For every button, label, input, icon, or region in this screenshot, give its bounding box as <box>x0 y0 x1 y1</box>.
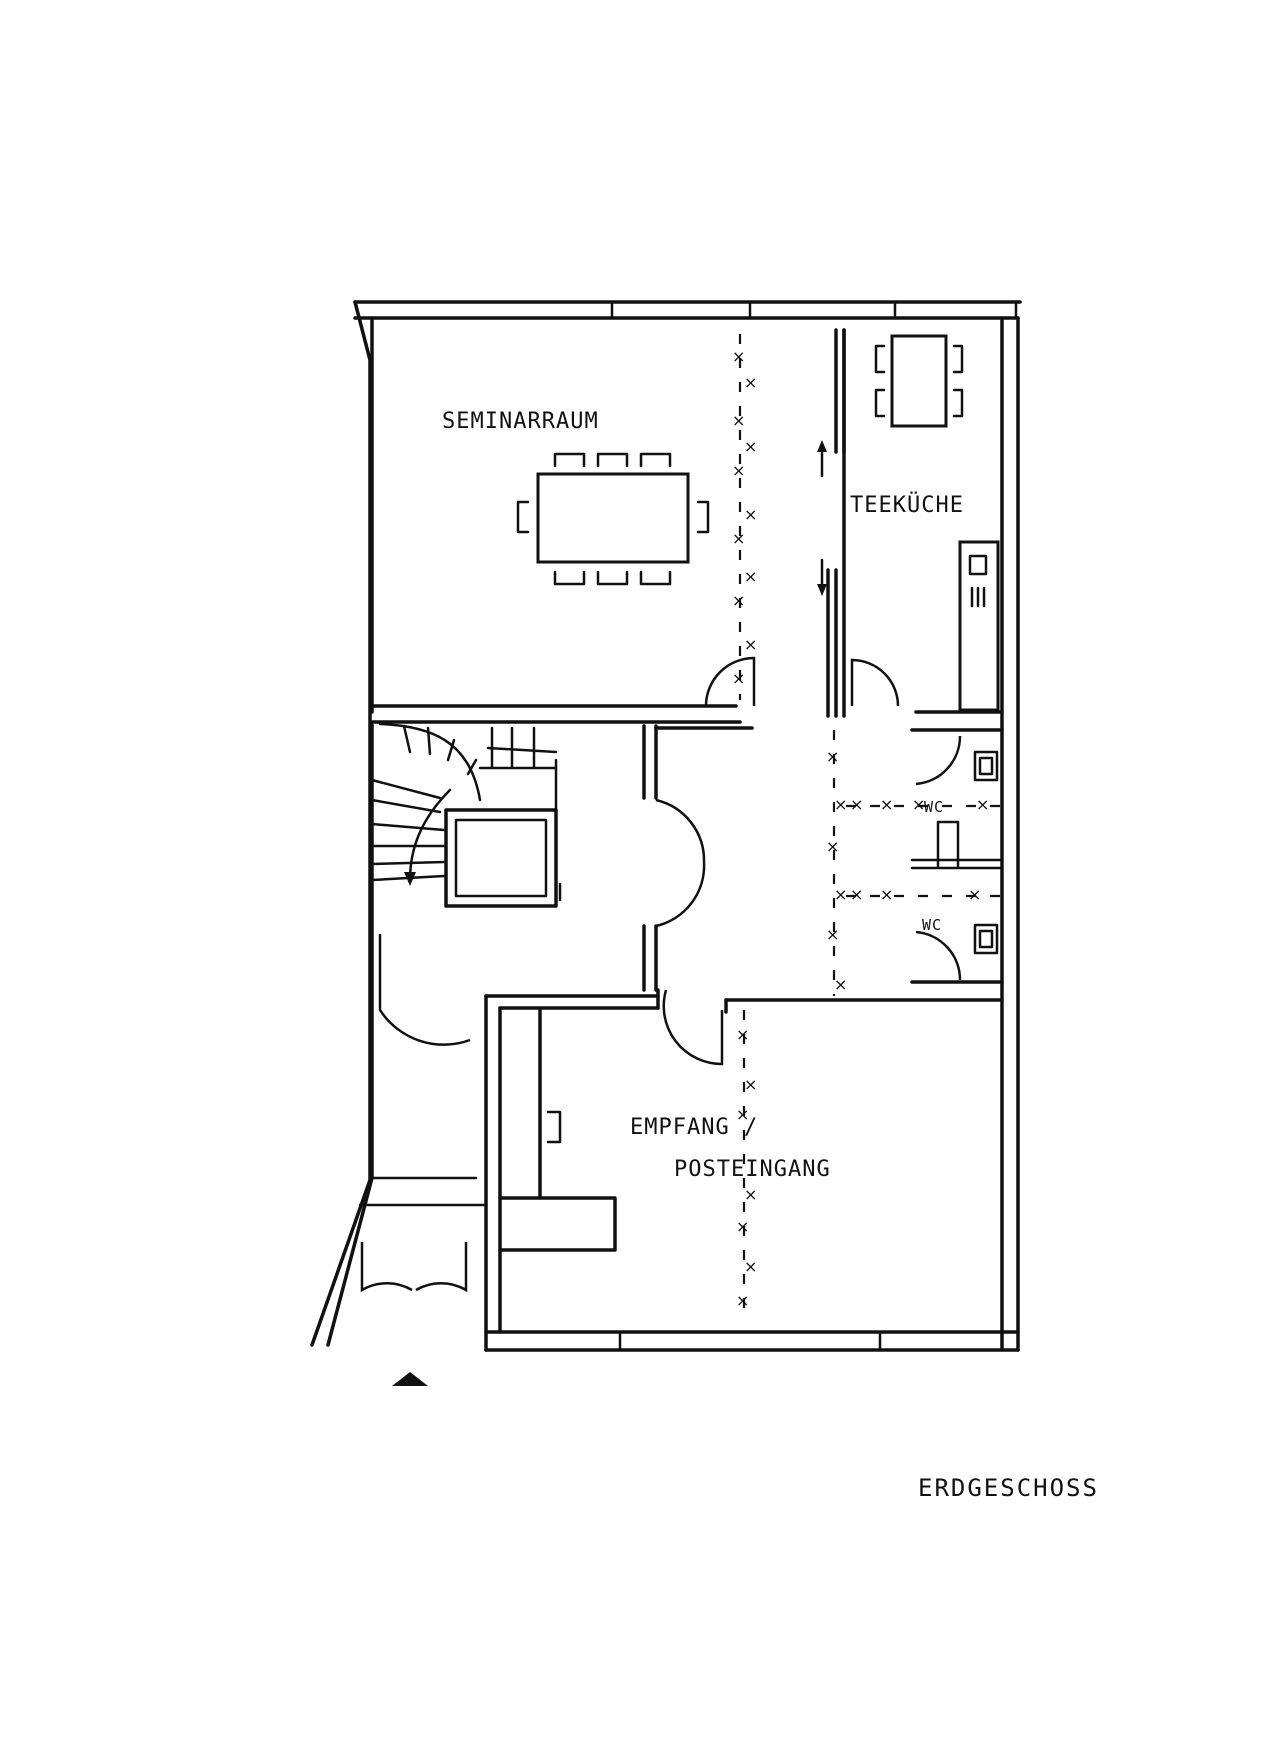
svg-text:×: × <box>834 975 847 994</box>
plan-title: ERDGESCHOSS <box>918 1474 1099 1502</box>
svg-text:×: × <box>826 837 839 856</box>
svg-text:×: × <box>736 1217 749 1236</box>
svg-text:×: × <box>834 795 847 814</box>
svg-text:×: × <box>744 373 757 392</box>
svg-text:×: × <box>826 925 839 944</box>
wc-fixtures <box>936 750 999 955</box>
svg-text:×: × <box>968 885 981 904</box>
svg-text:×: × <box>736 1025 749 1044</box>
svg-text:×: × <box>880 885 893 904</box>
reception-furniture <box>498 1008 617 1252</box>
label-wc-lower: WC <box>922 916 942 934</box>
svg-text:×: × <box>850 795 863 814</box>
svg-text:×: × <box>744 1075 757 1094</box>
svg-text:×: × <box>912 795 925 814</box>
svg-text:×: × <box>732 461 745 480</box>
staircase <box>370 722 562 908</box>
svg-text:×: × <box>744 1185 757 1204</box>
entrance-arrow-icon <box>392 1372 428 1386</box>
svg-text:×: × <box>736 1105 749 1124</box>
svg-text:×: × <box>744 437 757 456</box>
outer-walls <box>310 300 1022 1352</box>
svg-text:×: × <box>744 505 757 524</box>
interior-walls <box>358 328 1004 1207</box>
svg-text:×: × <box>732 529 745 548</box>
svg-text:×: × <box>732 591 745 610</box>
svg-text:×: × <box>744 635 757 654</box>
svg-text:×: × <box>880 795 893 814</box>
kitchen-furniture <box>874 334 1000 712</box>
svg-text:×: × <box>826 747 839 766</box>
svg-text:×: × <box>732 347 745 366</box>
label-teekueche: TEEKÜCHE <box>850 492 964 518</box>
svg-text:×: × <box>736 1291 749 1310</box>
partitions-dashed: × × × × × × × × × × × × × × × × × × × × … <box>732 334 1000 1318</box>
svg-text:×: × <box>732 411 745 430</box>
label-empfang: EMPFANG / <box>630 1115 758 1140</box>
svg-text:×: × <box>744 1257 757 1276</box>
svg-text:×: × <box>744 567 757 586</box>
svg-text:×: × <box>976 795 989 814</box>
svg-text:×: × <box>834 885 847 904</box>
doors <box>360 440 962 1293</box>
label-seminarraum: SEMINARRAUM <box>442 409 599 434</box>
label-posteingang: POSTEINGANG <box>674 1157 831 1182</box>
seminar-furniture <box>516 452 710 586</box>
svg-text:×: × <box>732 669 745 688</box>
svg-text:×: × <box>850 885 863 904</box>
label-wc-upper: WC <box>924 798 944 816</box>
